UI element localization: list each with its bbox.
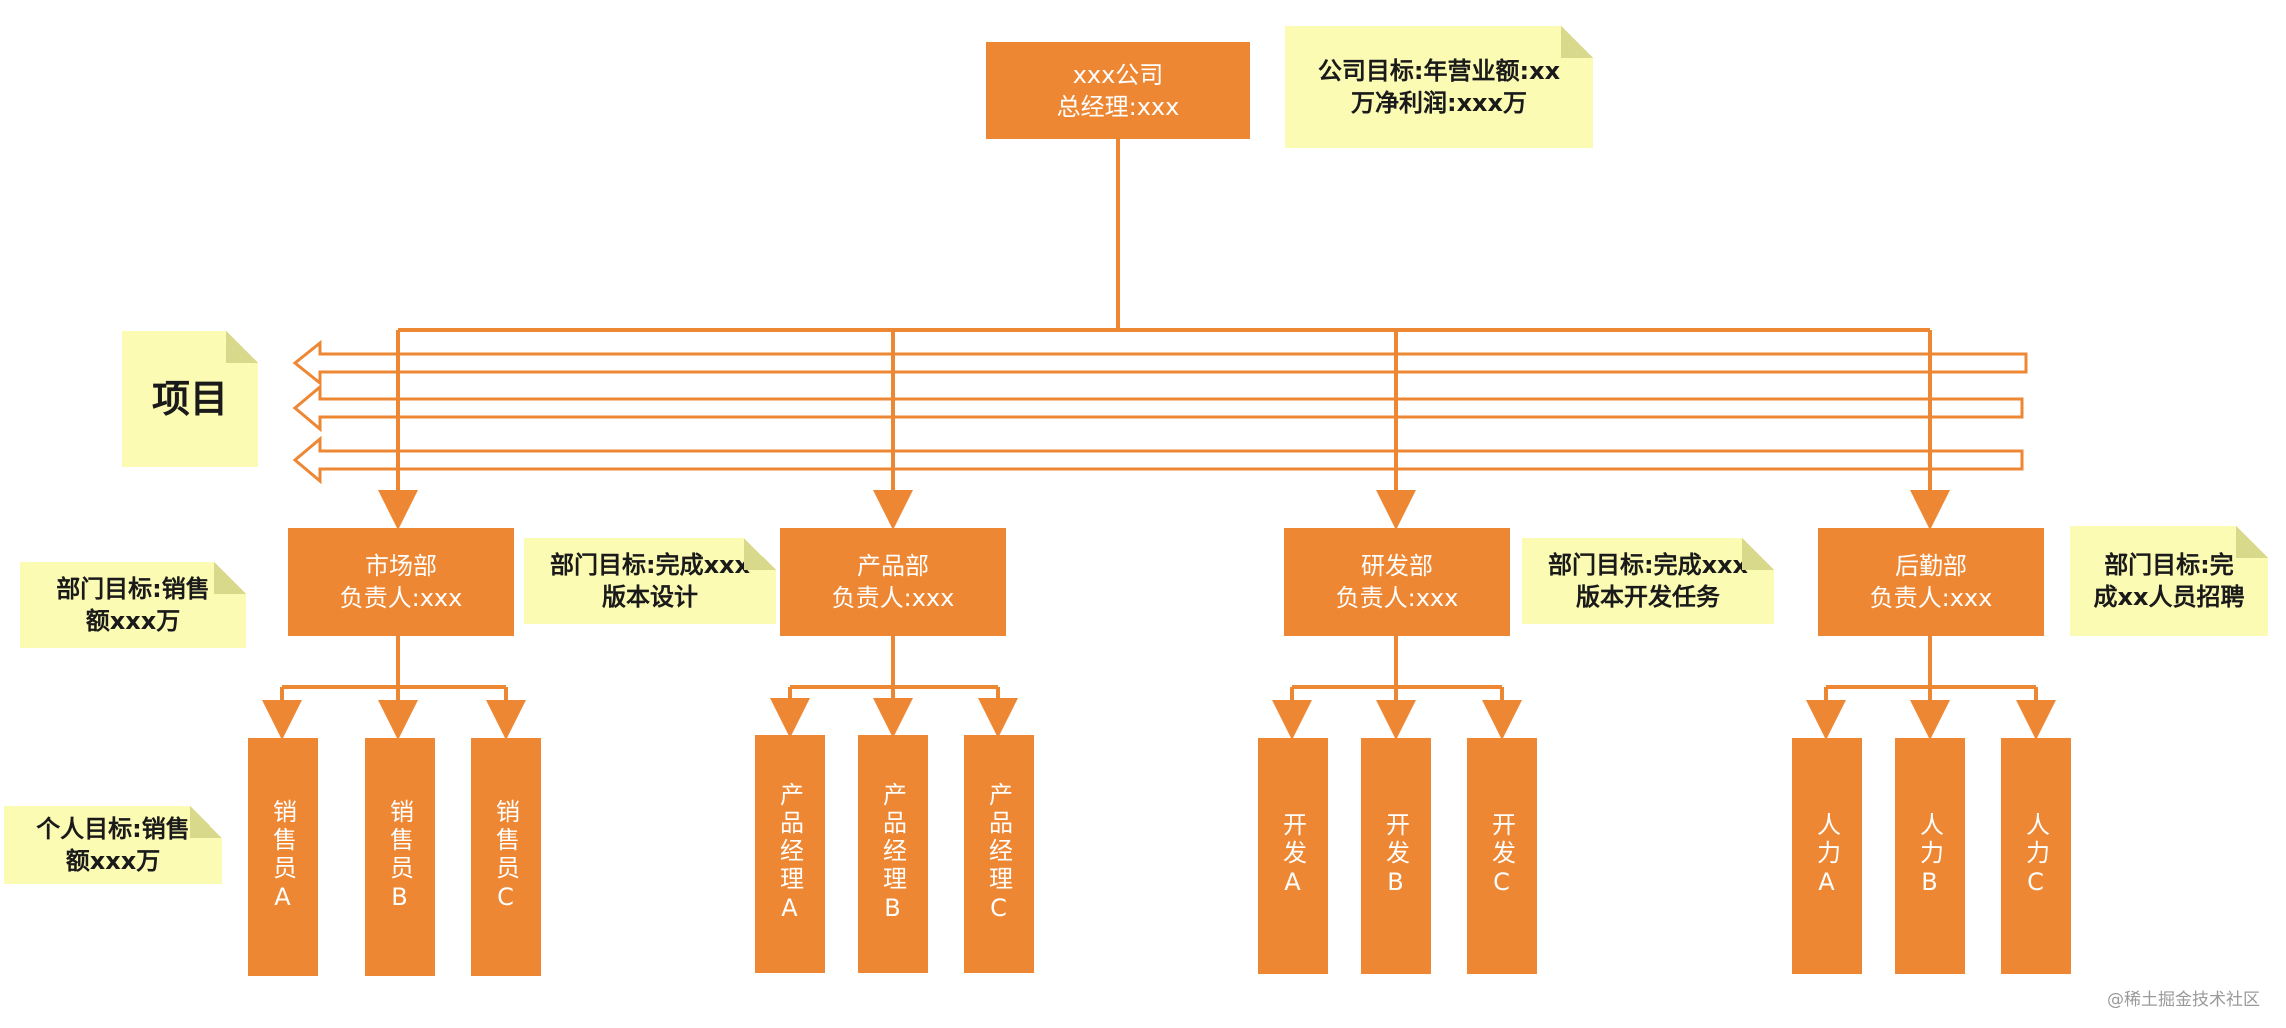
dept-goal-note-product: 部门目标:完成xxx 版本设计 [524, 538, 776, 624]
company-goal-line2: 万净利润:xxx万 [1350, 89, 1528, 117]
member-node[interactable]: 销售员C [471, 738, 541, 976]
dept-leader: 负责人:xxx [1335, 584, 1459, 612]
member-node[interactable]: 产品经理C [964, 735, 1034, 973]
dept-goal-line2: 版本开发任务 [1576, 583, 1720, 611]
personal-goal-line1: 个人目标:销售 [36, 815, 190, 843]
member-label: 销售员C [491, 799, 520, 915]
dept-goal-line1: 部门目标:完成xxx [549, 551, 751, 579]
member-node[interactable]: 人力A [1792, 738, 1862, 974]
personal-goal-note: 个人目标:销售 额xxx万 [4, 806, 222, 884]
connector-group-2 [770, 636, 1018, 738]
member-label: 开发C [1487, 812, 1516, 900]
dept-goal-line1: 部门目标:完 [2104, 551, 2234, 579]
company-name: xxx公司 [1072, 60, 1164, 89]
project-arrow-3 [292, 435, 2024, 485]
member-node[interactable]: 开发C [1467, 738, 1537, 974]
member-label: 开发A [1278, 812, 1307, 900]
member-node[interactable]: 产品经理A [755, 735, 825, 973]
member-node[interactable]: 开发B [1361, 738, 1431, 974]
watermark: @稀土掘金技术社区 [2107, 990, 2260, 1010]
dept-leader: 负责人:xxx [1869, 584, 1993, 612]
member-label: 人力B [1915, 812, 1944, 900]
dept-name: 市场部 [365, 552, 437, 580]
member-label: 产品经理B [878, 782, 907, 926]
dept-goal-line2: 额xxx万 [85, 607, 181, 635]
member-node[interactable]: 人力B [1895, 738, 1965, 974]
dept-node-logistics[interactable]: 后勤部 负责人:xxx [1818, 528, 2044, 636]
dept-goal-line1: 部门目标:销售 [56, 575, 210, 603]
member-node[interactable]: 人力C [2001, 738, 2071, 974]
dept-goal-note-logistics: 部门目标:完 成xx人员招聘 [2070, 526, 2268, 636]
member-label: 开发B [1381, 812, 1410, 900]
dept-name: 研发部 [1361, 552, 1433, 580]
member-node[interactable]: 产品经理B [858, 735, 928, 973]
company-node[interactable]: xxx公司 总经理:xxx [986, 42, 1250, 139]
dept-goal-note-rnd: 部门目标:完成xxx 版本开发任务 [1522, 538, 1774, 624]
connector-group-4 [1806, 636, 2056, 740]
dept-leader: 负责人:xxx [831, 584, 955, 612]
dept-node-product[interactable]: 产品部 负责人:xxx [780, 528, 1006, 636]
personal-goal-line2: 额xxx万 [65, 847, 161, 875]
project-label: 项目 [151, 377, 228, 421]
member-label: 销售员B [385, 799, 414, 915]
dept-goal-line1: 部门目标:完成xxx [1547, 551, 1749, 579]
dept-node-rnd[interactable]: 研发部 负责人:xxx [1284, 528, 1510, 636]
dept-leader: 负责人:xxx [339, 584, 463, 612]
member-label: 人力C [2021, 812, 2050, 900]
company-manager: 总经理:xxx [1056, 92, 1180, 121]
project-label-note: 项目 [122, 331, 258, 467]
dept-goal-line2: 成xx人员招聘 [2093, 583, 2245, 611]
dept-node-market[interactable]: 市场部 负责人:xxx [288, 528, 514, 636]
member-node[interactable]: 销售员B [365, 738, 435, 976]
dept-name: 后勤部 [1895, 552, 1967, 580]
connector-group-1 [262, 636, 526, 740]
connector-group-3 [1272, 636, 1522, 740]
dept-goal-note-market: 部门目标:销售 额xxx万 [20, 562, 246, 648]
member-label: 销售员A [268, 799, 297, 915]
project-arrow-1 [292, 339, 2028, 387]
company-goal-note: 公司目标:年营业额:xx 万净利润:xxx万 [1285, 26, 1593, 148]
company-goal-line1: 公司目标:年营业额:xx [1317, 57, 1561, 85]
member-label: 人力A [1812, 812, 1841, 900]
project-arrow-2 [292, 383, 2024, 433]
member-label: 产品经理C [984, 782, 1013, 926]
dept-goal-line2: 版本设计 [602, 583, 698, 611]
member-label: 产品经理A [775, 782, 804, 926]
member-node[interactable]: 开发A [1258, 738, 1328, 974]
member-node[interactable]: 销售员A [248, 738, 318, 976]
dept-name: 产品部 [857, 552, 929, 580]
